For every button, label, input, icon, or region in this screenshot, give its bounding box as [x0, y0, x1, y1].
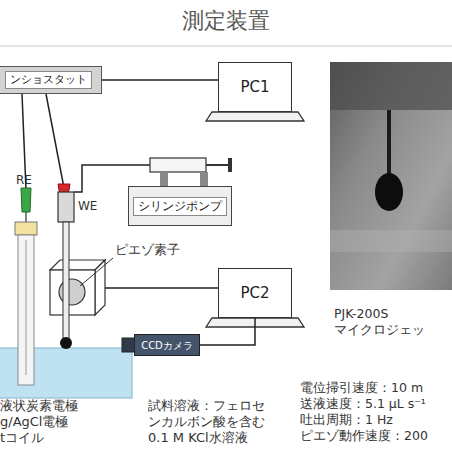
node-text: CCDカメラ — [141, 339, 193, 352]
laptop-screen: PC2 — [218, 268, 292, 318]
node-text: PC2 — [240, 284, 269, 302]
syringe-holder — [200, 172, 208, 186]
syringe-barrel — [150, 158, 206, 172]
cable-line — [102, 79, 218, 81]
cable-connector — [200, 318, 255, 345]
slide-title: 測定装置 — [0, 6, 452, 36]
laptop-base — [206, 112, 304, 121]
annotation-text: 試料溶液：フェロセ — [148, 398, 265, 414]
annotation-text: ンカルボン酸を含む — [148, 414, 265, 430]
working-electrode — [63, 222, 69, 340]
node-text: PC1 — [240, 78, 269, 96]
potentiostat-box: ンショスタット — [0, 66, 102, 94]
wire — [25, 212, 26, 222]
annotation-text: ピエゾ素子 — [115, 242, 180, 258]
electrode-cap — [15, 222, 37, 235]
cable-line — [200, 318, 255, 345]
green-clip — [21, 188, 31, 212]
photo-haze — [330, 230, 452, 252]
cable — [105, 287, 218, 289]
reference-electrode — [18, 235, 34, 385]
syringe-plunger — [206, 164, 228, 166]
droplet — [375, 173, 403, 211]
wire — [46, 94, 64, 188]
title-rule — [0, 46, 452, 47]
annotation-text: tコイル — [0, 430, 44, 446]
ccd-camera-box: CCDカメラ — [134, 334, 200, 356]
laptop-screen: PC1 — [218, 62, 292, 112]
annotation-text: PJK-200S — [334, 306, 388, 322]
droplet-photo — [330, 62, 452, 290]
annotation-text: 0.1 M KCl水溶液 — [148, 430, 248, 446]
nozzle-shadow — [330, 62, 452, 110]
annotation-text: 電位掃引速度：10 m — [300, 380, 423, 396]
plunger-head — [228, 158, 232, 172]
annotation-text: g/AgCl電極 — [0, 414, 68, 430]
node-text: シリンジポンプ — [133, 197, 227, 216]
annotation-text: RE — [16, 172, 32, 188]
annotation-text: ピエゾ動作速度：200 — [300, 428, 428, 444]
node-text: ンショスタット — [5, 71, 92, 89]
electrode-wire — [26, 240, 27, 375]
carbon-droplet — [60, 337, 72, 349]
cable-connector — [102, 80, 218, 81]
syringe-pump-box: シリンジポンプ — [128, 186, 232, 226]
annotation-text: WE — [78, 198, 97, 214]
jet-neck — [387, 110, 391, 175]
piezo-holder — [50, 270, 95, 315]
leader-line — [80, 258, 113, 286]
piezo-holder — [95, 260, 105, 315]
syringe-holder — [160, 172, 168, 186]
electrode-head — [58, 192, 74, 222]
annotation-text: マイクロジェッ — [334, 322, 425, 338]
annotation-text: 送液速度：5.1 μL s⁻¹ — [300, 396, 426, 412]
annotation-text: 吐出周期：1 Hz — [300, 412, 393, 428]
annotation-text: 液状炭素電極 — [0, 398, 78, 414]
